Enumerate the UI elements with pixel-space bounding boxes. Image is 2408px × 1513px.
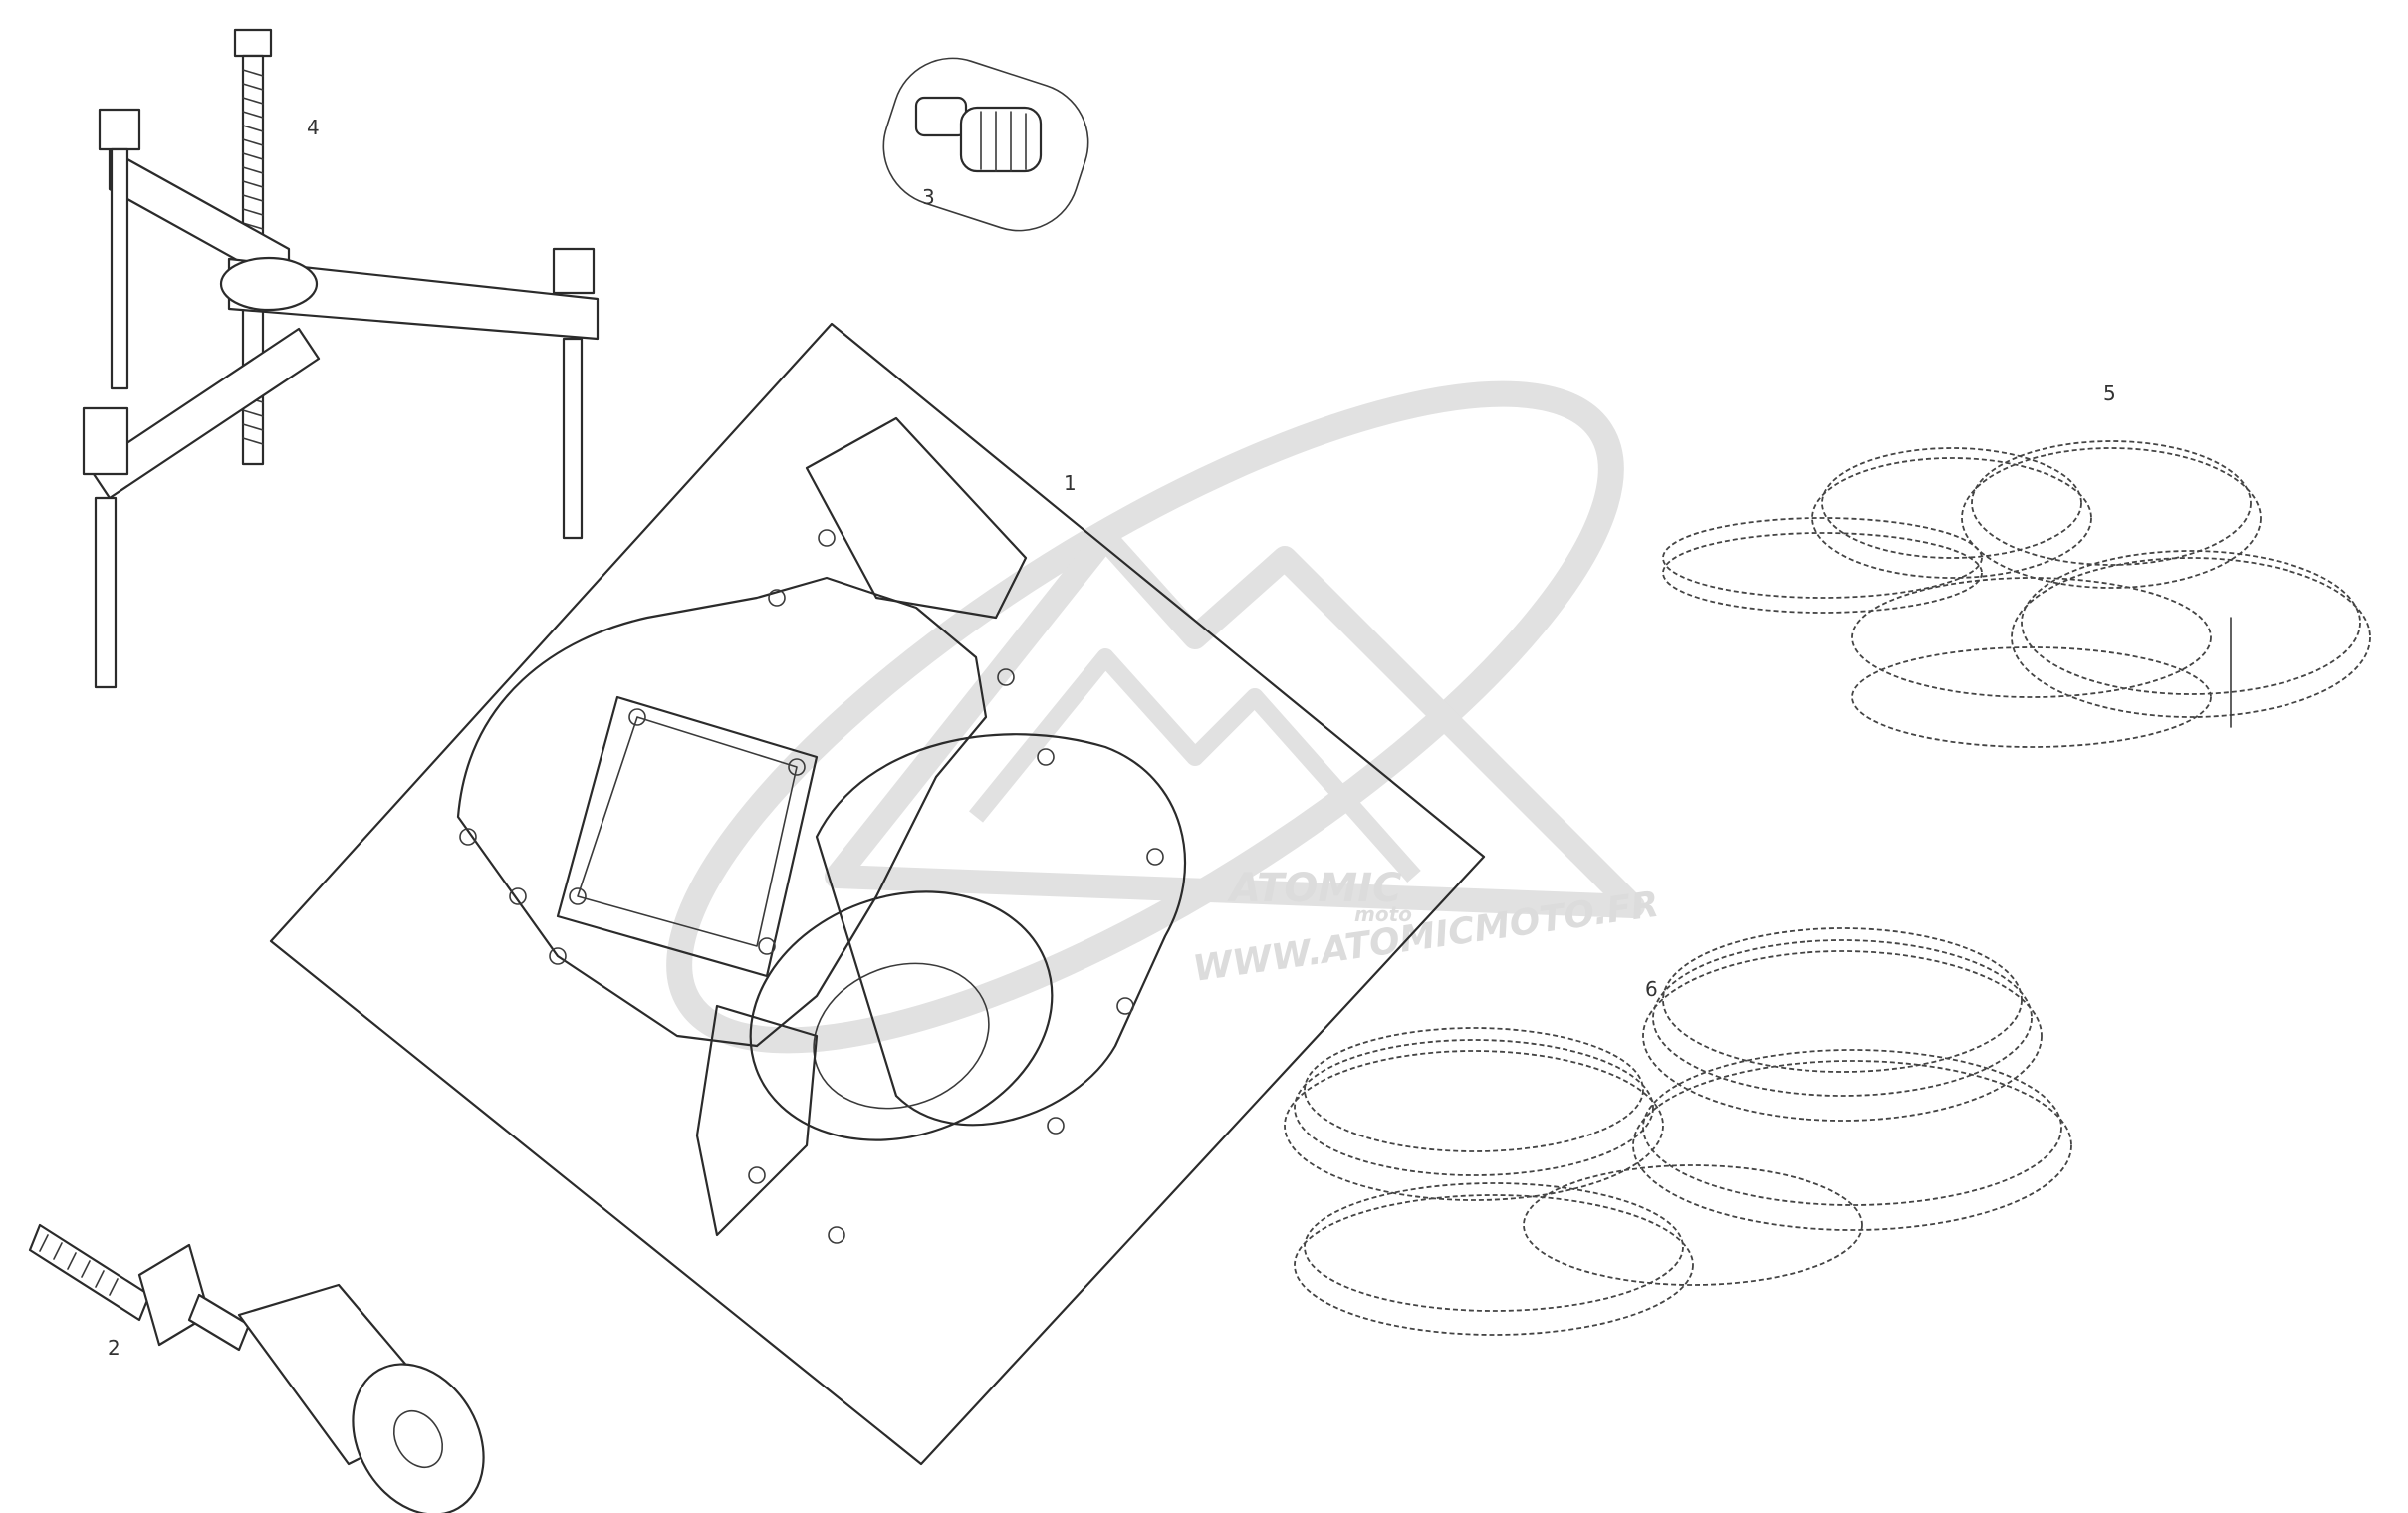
part-installer-tool (28, 1223, 485, 1513)
callout-1: 1 (1064, 471, 1077, 495)
callout-3: 3 (922, 185, 935, 209)
part-puller-tool (82, 28, 600, 689)
watermark: ATOMIC moto WWW.ATOMICMOTO.FR (666, 380, 1661, 1054)
callout-4: 4 (307, 116, 320, 139)
callout-2: 2 (108, 1336, 120, 1360)
part-ring-set-lower (1284, 927, 2072, 1336)
part-gasket-set (269, 322, 1486, 1466)
watermark-logo-icon (666, 380, 1645, 1054)
part-ring-set-upper (1662, 440, 2371, 748)
callout-6: 6 (1645, 977, 1658, 1001)
part-bushing (882, 57, 1089, 232)
callout-5: 5 (2103, 381, 2116, 405)
watermark-brand: ATOMIC (1227, 866, 1401, 911)
watermark-sub: moto (1354, 902, 1412, 926)
